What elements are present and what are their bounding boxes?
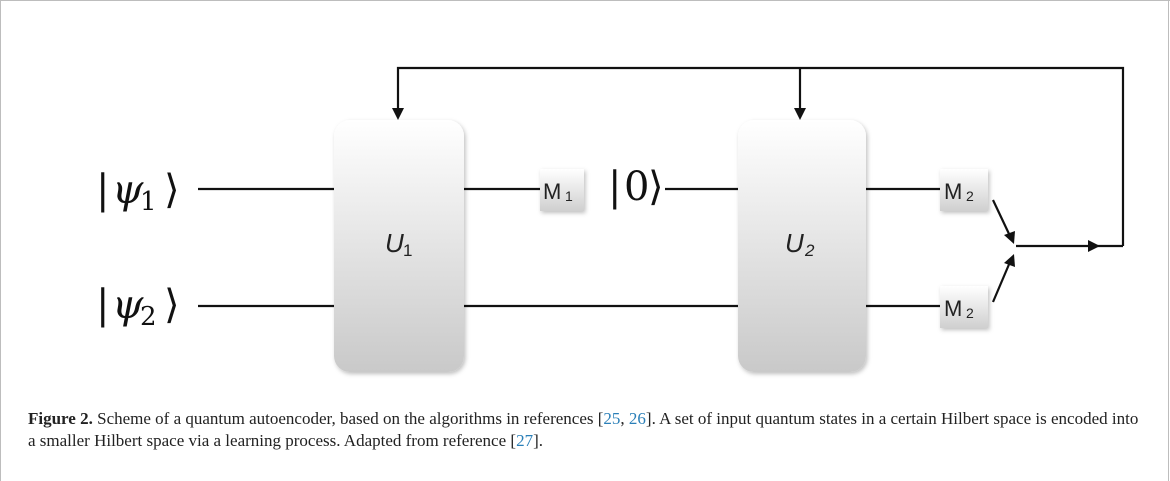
svg-text:U: U (785, 228, 804, 258)
feedback-loop-line (396, 66, 1125, 246)
svg-text:2: 2 (140, 302, 157, 332)
svg-text:1: 1 (140, 187, 157, 217)
ket-zero: | 0 ⟩ (608, 164, 664, 210)
svg-text:U: U (385, 228, 404, 258)
page-border-left (0, 0, 1, 481)
arrowhead-m2-bottom (1004, 254, 1015, 267)
ket-psi2: | ψ 2 ⟩ (96, 282, 180, 332)
gate-u2: U 2 (738, 120, 866, 372)
reference-link-25[interactable]: 25 (603, 409, 621, 428)
gate-u1: U 1 (334, 120, 464, 372)
arrow-m2-top-to-join (992, 199, 1011, 237)
caption-text-end: ]. (533, 431, 543, 450)
svg-text:2: 2 (804, 241, 815, 260)
svg-text:ψ: ψ (112, 282, 144, 328)
page-border-right (1168, 0, 1169, 481)
page-border-top (0, 0, 1170, 1)
reference-link-27[interactable]: 27 (516, 431, 534, 450)
svg-text:M: M (543, 179, 561, 204)
arrowhead-m2-top (1004, 231, 1015, 244)
svg-text:M: M (944, 296, 962, 321)
caption-ref-separator: , (620, 409, 629, 428)
measurement-m2-top: M 2 (940, 169, 988, 211)
svg-text:⟩: ⟩ (164, 282, 180, 328)
svg-text:2: 2 (966, 305, 974, 321)
caption-text-part1: Scheme of a quantum autoencoder, based o… (92, 409, 604, 428)
arrowhead-to-u2 (794, 108, 806, 120)
svg-text:1: 1 (403, 241, 412, 260)
svg-text:M: M (944, 179, 962, 204)
arrow-m2-bottom-to-join (991, 261, 1012, 303)
svg-text:⟩: ⟩ (164, 167, 180, 213)
reference-link-26[interactable]: 26 (628, 409, 646, 428)
figure-label: Figure 2. (28, 409, 93, 428)
quantum-autoencoder-diagram: | ψ 1 ⟩ | ψ 2 ⟩ | 0 ⟩ U 1 (96, 66, 1125, 372)
svg-text:ψ: ψ (112, 167, 144, 213)
measurement-m1: M 1 (540, 169, 584, 211)
svg-text:2: 2 (966, 188, 974, 204)
svg-text:1: 1 (565, 188, 573, 204)
figure-caption: Figure 2. Scheme of a quantum autoencode… (28, 408, 1148, 452)
svg-text:|: | (96, 282, 109, 328)
arrowhead-to-u1 (392, 108, 404, 120)
ket-psi1: | ψ 1 ⟩ (96, 167, 180, 217)
measurement-m2-bottom: M 2 (940, 286, 988, 328)
svg-text:0: 0 (624, 164, 649, 210)
arrowhead-output (1088, 240, 1100, 252)
svg-text:⟩: ⟩ (648, 164, 664, 210)
svg-text:|: | (96, 167, 109, 213)
svg-text:|: | (608, 164, 621, 210)
caption-text-part2: ]. A set of input quantum states in a ce… (28, 409, 1139, 450)
